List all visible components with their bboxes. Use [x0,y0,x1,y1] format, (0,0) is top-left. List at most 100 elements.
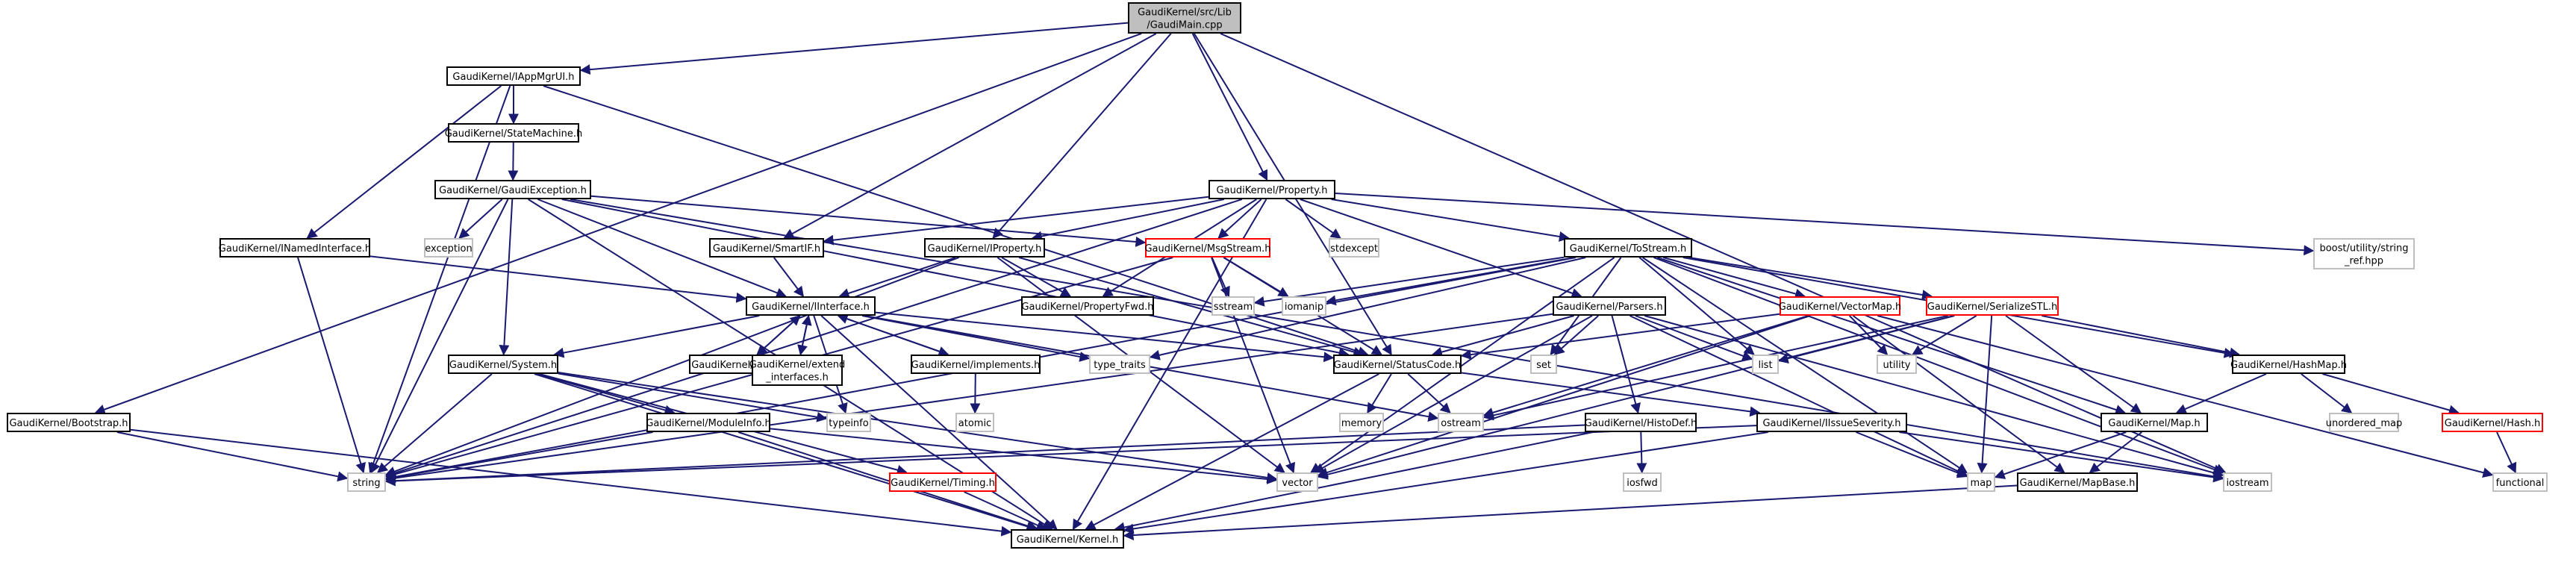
edge-map_h-to-mapbase [2089,431,2142,473]
node-box-smartif [709,238,824,257]
node-parsers[interactable]: GaudiKernel/Parsers.h [1553,296,1666,316]
node-label: GaudiKernel/ToStream.h [1570,243,1686,255]
node-bootstrap[interactable]: GaudiKernel/Bootstrap.h [7,413,131,432]
edge-statuscode-to-ostream [1407,373,1451,413]
edge-iissueseverity-to-kernel [1123,431,1768,534]
node-system[interactable]: GaudiKernel/System.h [448,355,558,374]
node-label: unordered_map [2326,418,2403,429]
node-iproperty[interactable]: GaudiKernel/IProperty.h [924,238,1045,257]
node-label: map [1971,478,1992,489]
node-label: functional [2496,478,2545,489]
node-label: /GaudiMain.cpp [1147,20,1222,31]
node-label: memory [1341,418,1382,429]
node-label: GaudiKernel/StatusCode.h [1334,360,1461,371]
edge-statemachine-to-gaudiexception [508,142,519,181]
edge-iappmgrui-to-string [368,85,511,474]
edge-hashmap-to-unorderedmap [2301,373,2353,413]
node-smartif[interactable]: GaudiKernel/SmartIF.h [709,238,824,257]
edge-gaudimain-to-property [1191,33,1268,181]
edge-iinterface-to-typetraits [861,315,1091,362]
node-hash[interactable]: GaudiKernel/Hash.h [2442,413,2543,432]
edge-histodef-to-string [384,424,1585,487]
node-label: GaudiKernel/INamedInterface.h [219,243,371,255]
node-list: list [1752,355,1779,374]
node-label: GaudiKernel/Hash.h [2445,418,2541,429]
node-iappmgrui[interactable]: GaudiKernel/IAppMgrUI.h [446,66,581,86]
node-label: iomanip [1285,302,1323,313]
edge-system-to-moduleinfo [537,373,676,416]
edge-property-to-smartif [823,196,1209,246]
node-label: sstream [1214,302,1253,313]
node-iostream: iostream [2223,472,2272,492]
edge-extendinterfaces-to-iinterface [799,314,812,355]
node-hashmap[interactable]: GaudiKernel/HashMap.h [2230,355,2347,374]
node-iissueseverity[interactable]: GaudiKernel/IIssueSeverity.h [1756,413,1907,432]
node-box-iostream [2223,472,2272,492]
edge-iissueseverity-to-map [1856,431,1968,478]
edge-msgstream-to-vector [1211,257,1296,474]
node-moduleinfo[interactable]: GaudiKernel/ModuleInfo.h [646,413,771,432]
node-iomanip: iomanip [1282,296,1326,316]
node-label: GaudiKernel/SerializeSTL.h [1927,302,2057,313]
node-property[interactable]: GaudiKernel/Property.h [1209,180,1335,199]
node-label: GaudiKernel/Parsers.h [1556,302,1662,313]
edge-gaudimain-to-iproperty [992,33,1172,240]
node-box-gaudiexception [434,180,591,199]
edge-mapbase-to-kernel [1123,484,2018,540]
node-label: utility [1883,360,1911,371]
node-histodef[interactable]: GaudiKernel/HistoDef.h [1585,413,1697,432]
node-implements[interactable]: GaudiKernel/implements.h [911,355,1041,374]
node-vectormap[interactable]: GaudiKernel/VectorMap.h [1779,296,1902,316]
node-box-string [347,472,386,492]
node-kernel[interactable]: GaudiKernel/Kernel.h [1011,529,1124,549]
node-timing[interactable]: GaudiKernel/Timing.h [889,472,997,492]
edge-gaudiexception-to-iostream [570,199,2224,482]
node-msgstream[interactable]: GaudiKernel/MsgStream.h [1144,238,1271,257]
node-vector: vector [1276,472,1318,492]
node-gaudimain[interactable]: GaudiKernel/src/Lib/GaudiMain.cpp [1128,2,1241,34]
node-iinterface[interactable]: GaudiKernel/IInterface.h [746,296,876,316]
node-functional: functional [2492,472,2548,492]
edge-smartif-to-iinterface [773,257,805,298]
node-statemachine[interactable]: GaudiKernel/StateMachine.h [445,123,583,143]
node-box-ostream [1438,413,1484,432]
edge-tostream-to-map [1642,257,1968,474]
node-label: ostream [1441,418,1481,429]
edge-implements-to-atomic [970,373,981,414]
edge-property-to-tostream [1331,199,1570,242]
node-statuscode[interactable]: GaudiKernel/StatusCode.h [1333,355,1462,374]
node-box-iproperty [924,238,1045,257]
edge-vectormap-to-mapbase [1852,315,2065,473]
edge-tostream-to-map_h [1656,257,2127,415]
node-memory: memory [1339,413,1384,432]
edge-tostream-to-vector [1310,257,1615,473]
node-label: GaudiKernel/Kernel.h [1017,534,1119,546]
node-gaudiexception[interactable]: GaudiKernel/GaudiException.h [434,180,591,199]
node-inamedinterface[interactable]: GaudiKernel/INamedInterface.h [219,238,371,257]
node-map_h[interactable]: GaudiKernel/Map.h [2101,413,2208,432]
node-tostream[interactable]: GaudiKernel/ToStream.h [1564,238,1692,257]
node-propertyfwd[interactable]: GaudiKernel/PropertyFwd.h [1021,296,1154,316]
edge-timing-to-kernel [964,491,1047,531]
edge-gaudiexception-to-exception [458,199,503,239]
edge-implements-to-iinterface [837,313,949,355]
node-box-gaudimain [1128,2,1241,34]
edge-tostream-to-typetraits [1149,257,1586,360]
edge-parsers-to-histodef [1611,315,1641,414]
edge-vectormap-to-vector [1317,315,1811,478]
node-atomic: atomic [955,413,994,432]
node-extendinterfaces[interactable]: GaudiKernel/extend_interfaces.h [749,355,845,386]
edge-gaudimain-to-iostream [1220,33,2227,474]
node-label: GaudiKernel/Bootstrap.h [9,418,128,429]
edge-parsers-to-map [1629,315,1968,476]
node-serializestl[interactable]: GaudiKernel/SerializeSTL.h [1926,296,2059,316]
node-label: GaudiKernel/IInterface.h [752,302,870,313]
node-mapbase[interactable]: GaudiKernel/MapBase.h [2017,472,2138,492]
node-set: set [1530,355,1557,374]
node-box-map [1967,472,1995,492]
node-box-msgstream [1145,238,1270,257]
edge-statuscode-to-iissueseverity [1461,372,1761,417]
node-label: vector [1282,478,1313,489]
node-box-stringref [2313,238,2415,269]
